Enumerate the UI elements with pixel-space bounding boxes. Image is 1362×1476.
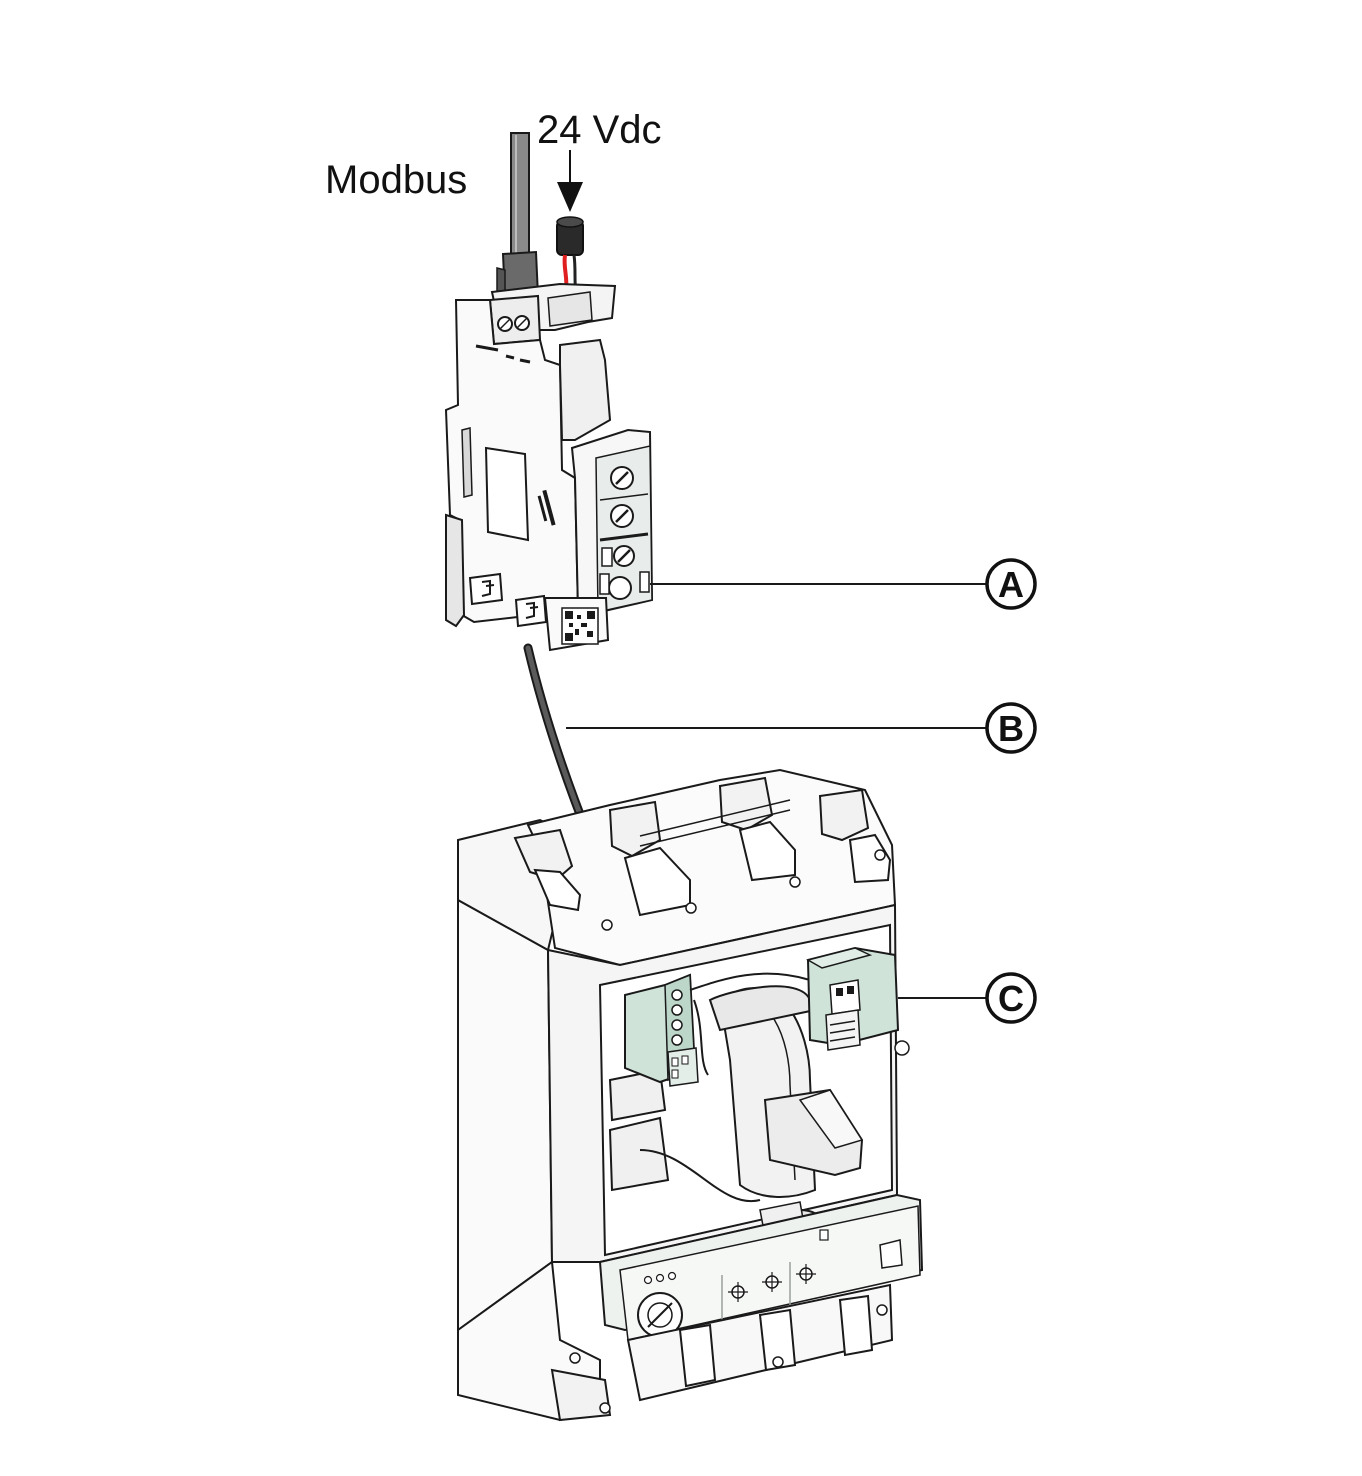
supply-arrow (557, 150, 583, 212)
callout-a: A (650, 558, 1037, 610)
supply-voltage-label: 24 Vdc (537, 108, 662, 152)
callout-b: B (566, 702, 1037, 754)
callout-a-letter: A (998, 564, 1024, 605)
callout-c: C (898, 972, 1037, 1024)
communication-module (444, 282, 654, 652)
modbus-cable (496, 132, 540, 301)
modbus-label: Modbus (325, 158, 467, 202)
callout-b-letter: B (998, 708, 1024, 749)
circuit-breaker (457, 768, 924, 1422)
callout-c-letter: C (998, 978, 1024, 1019)
power-connector (556, 216, 584, 295)
